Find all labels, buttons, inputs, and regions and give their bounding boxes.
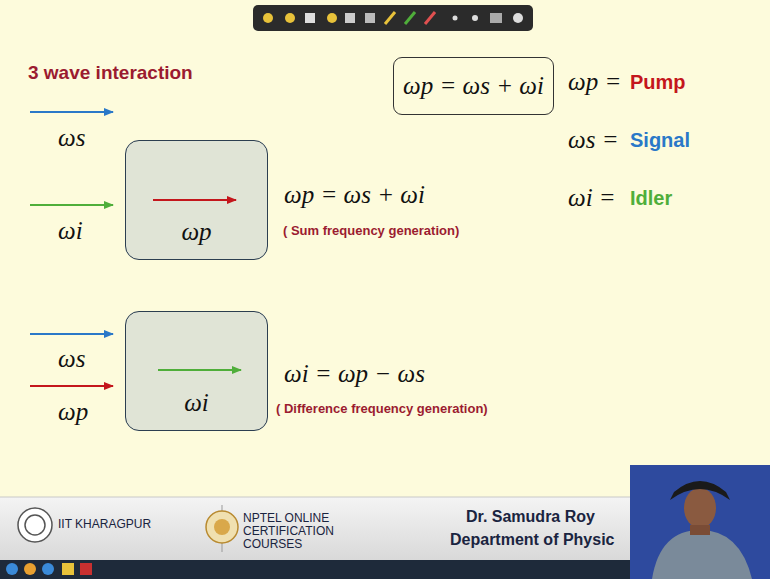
arrow-label: ωp [58,398,88,427]
node-text: ωp = ωs + ωi [403,72,544,101]
symbol: ωp = [568,68,621,97]
footer-text: IIT KHARAGPUR [58,518,151,532]
arrow-label: ωs [58,124,85,153]
medium-box: ωi [125,311,268,431]
signal-arrow [30,111,113,113]
footer-text: Department of Physic [450,531,614,549]
pump-arrow [30,385,113,387]
pump-arrow [153,199,236,201]
video-inset [630,465,770,579]
node-text: ωi [184,389,209,418]
box-fill [125,311,268,431]
signal-arrow [30,333,113,335]
symbol: ωi = [568,184,616,213]
toolbar [253,5,533,31]
note: ( Sum frequency generation) [283,224,459,239]
symbol: ωs = [568,126,619,155]
node-text: ωp [181,218,211,247]
slide-title: 3 wave interaction [28,62,193,84]
equation: ωp = ωs + ωi [284,181,425,210]
note: ( Difference frequency generation) [276,402,488,417]
key-word: Signal [630,129,690,152]
idler-arrow [30,204,113,206]
footer-text: NPTEL ONLINE CERTIFICATION COURSES [243,512,373,552]
footer-text: Dr. Samudra Roy [466,508,595,526]
equation-box: ωp = ωs + ωi [393,57,554,115]
idler-arrow [158,369,241,371]
equation: ωi = ωp − ωs [284,360,425,389]
key-word: Idler [630,187,672,210]
box-fill [125,140,268,260]
arrow-label: ωs [58,345,85,374]
arrow-label: ωi [58,217,83,246]
key-word: Pump [630,71,686,94]
medium-box: ωp [125,140,268,260]
